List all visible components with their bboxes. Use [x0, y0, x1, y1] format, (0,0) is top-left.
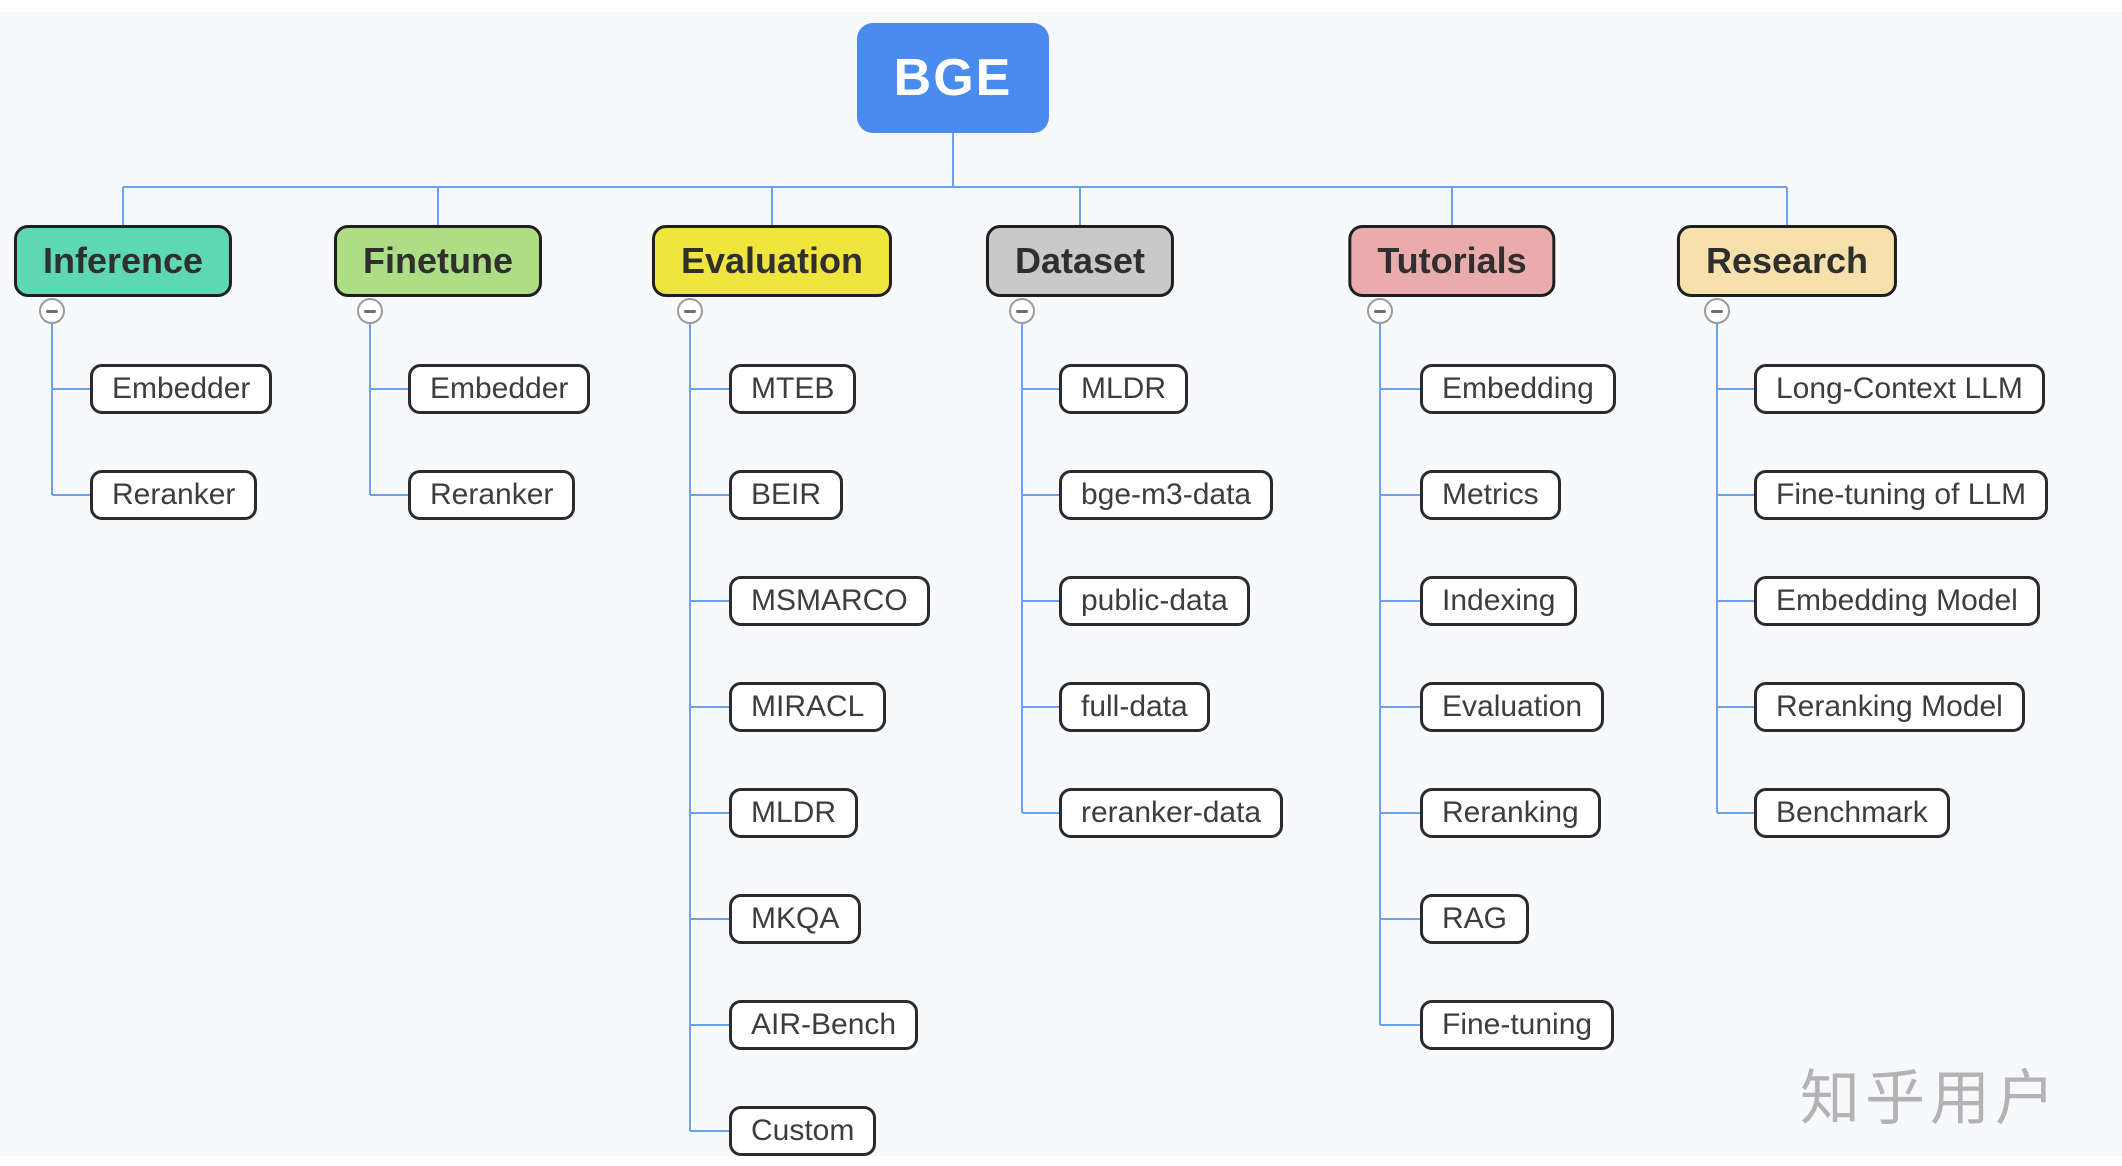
connector-child-stub: [690, 812, 729, 814]
collapse-minus-icon[interactable]: [677, 298, 703, 324]
collapse-minus-icon[interactable]: [1367, 298, 1393, 324]
branch-dataset[interactable]: Dataset: [985, 225, 1175, 297]
minus-glyph: [46, 309, 58, 313]
connector-children-spine: [1716, 324, 1718, 813]
connector-child-stub: [690, 600, 729, 602]
node-public-data[interactable]: public-data: [1059, 576, 1250, 626]
connector-child-stub: [1717, 494, 1754, 496]
branch-research[interactable]: Research: [1676, 225, 1898, 297]
root-node-bge[interactable]: BGE: [857, 23, 1049, 133]
connector-child-stub: [1380, 600, 1420, 602]
top-margin-strip: [0, 0, 2122, 12]
node-fine-tuning[interactable]: Fine-tuning: [1420, 1000, 1615, 1050]
connector-child-stub: [1022, 812, 1059, 814]
minus-glyph: [1016, 309, 1028, 313]
node-reranking[interactable]: Reranking: [1420, 788, 1601, 838]
node-reranker[interactable]: Reranker: [408, 470, 576, 520]
node-long-context-llm[interactable]: Long-Context LLM: [1754, 364, 2045, 414]
node-reranker-data[interactable]: reranker-data: [1059, 788, 1284, 838]
connector-branch-drop: [1451, 187, 1453, 225]
minus-glyph: [684, 309, 696, 313]
node-reranker[interactable]: Reranker: [90, 470, 258, 520]
node-custom[interactable]: Custom: [729, 1106, 877, 1156]
connector-branch-drop: [1786, 187, 1788, 225]
node-air-bench[interactable]: AIR-Bench: [729, 1000, 919, 1050]
connector-branch-drop: [1079, 187, 1081, 225]
connector-child-stub: [1380, 812, 1420, 814]
branch-tutorials[interactable]: Tutorials: [1348, 225, 1556, 297]
connector-child-stub: [1380, 388, 1420, 390]
connector-child-stub: [1380, 1024, 1420, 1026]
node-embedding-model[interactable]: Embedding Model: [1754, 576, 2040, 626]
node-evaluation[interactable]: Evaluation: [1420, 682, 1605, 732]
branch-finetune[interactable]: Finetune: [334, 225, 542, 297]
connector-child-stub: [1022, 600, 1059, 602]
connector-child-stub: [690, 1130, 729, 1132]
branch-inference[interactable]: Inference: [13, 225, 233, 297]
connector-bus: [123, 186, 1787, 188]
connector-children-spine: [1021, 324, 1023, 813]
node-mldr[interactable]: MLDR: [1059, 364, 1189, 414]
connector-child-stub: [1717, 812, 1754, 814]
node-benchmark[interactable]: Benchmark: [1754, 788, 1950, 838]
bottom-margin-strip: [0, 1156, 2122, 1166]
collapse-minus-icon[interactable]: [1704, 298, 1730, 324]
connector-children-spine: [1379, 324, 1381, 1025]
node-indexing[interactable]: Indexing: [1420, 576, 1578, 626]
node-msmarco[interactable]: MSMARCO: [729, 576, 930, 626]
node-reranking-model[interactable]: Reranking Model: [1754, 682, 2025, 732]
collapse-minus-icon[interactable]: [357, 298, 383, 324]
connector-child-stub: [1380, 706, 1420, 708]
connector-branch-drop: [771, 187, 773, 225]
node-rag[interactable]: RAG: [1420, 894, 1530, 944]
connector-branch-drop: [437, 187, 439, 225]
node-bge-m3-data[interactable]: bge-m3-data: [1059, 470, 1274, 520]
connector-child-stub: [1380, 494, 1420, 496]
connector-child-stub: [52, 388, 90, 390]
connector-root-drop: [952, 133, 954, 187]
node-metrics[interactable]: Metrics: [1420, 470, 1561, 520]
node-full-data[interactable]: full-data: [1059, 682, 1210, 732]
connector-children-spine: [689, 324, 691, 1131]
connector-child-stub: [690, 388, 729, 390]
connector-child-stub: [1717, 388, 1754, 390]
node-embedding[interactable]: Embedding: [1420, 364, 1616, 414]
minus-glyph: [1374, 309, 1386, 313]
minus-glyph: [364, 309, 376, 313]
collapse-minus-icon[interactable]: [39, 298, 65, 324]
zhihu-user-watermark: 知乎用户: [1800, 1065, 2060, 1132]
node-fine-tuning-of-llm[interactable]: Fine-tuning of LLM: [1754, 470, 2049, 520]
connector-child-stub: [370, 388, 408, 390]
connector-child-stub: [52, 494, 90, 496]
connector-child-stub: [690, 1024, 729, 1026]
connector-child-stub: [1717, 600, 1754, 602]
node-mkqa[interactable]: MKQA: [729, 894, 862, 944]
connector-child-stub: [370, 494, 408, 496]
node-miracl[interactable]: MIRACL: [729, 682, 887, 732]
node-mldr[interactable]: MLDR: [729, 788, 859, 838]
connector-child-stub: [690, 706, 729, 708]
connector-child-stub: [1022, 388, 1059, 390]
node-embedder[interactable]: Embedder: [90, 364, 273, 414]
connector-child-stub: [1380, 918, 1420, 920]
node-mteb[interactable]: MTEB: [729, 364, 857, 414]
connector-child-stub: [1717, 706, 1754, 708]
node-beir[interactable]: BEIR: [729, 470, 844, 520]
connector-child-stub: [690, 918, 729, 920]
connector-child-stub: [1022, 706, 1059, 708]
minus-glyph: [1711, 309, 1723, 313]
node-embedder[interactable]: Embedder: [408, 364, 591, 414]
connector-children-spine: [51, 324, 53, 495]
connector-child-stub: [1022, 494, 1059, 496]
collapse-minus-icon[interactable]: [1009, 298, 1035, 324]
connector-child-stub: [690, 494, 729, 496]
connector-branch-drop: [122, 187, 124, 225]
connector-children-spine: [369, 324, 371, 495]
branch-evaluation[interactable]: Evaluation: [651, 225, 893, 297]
